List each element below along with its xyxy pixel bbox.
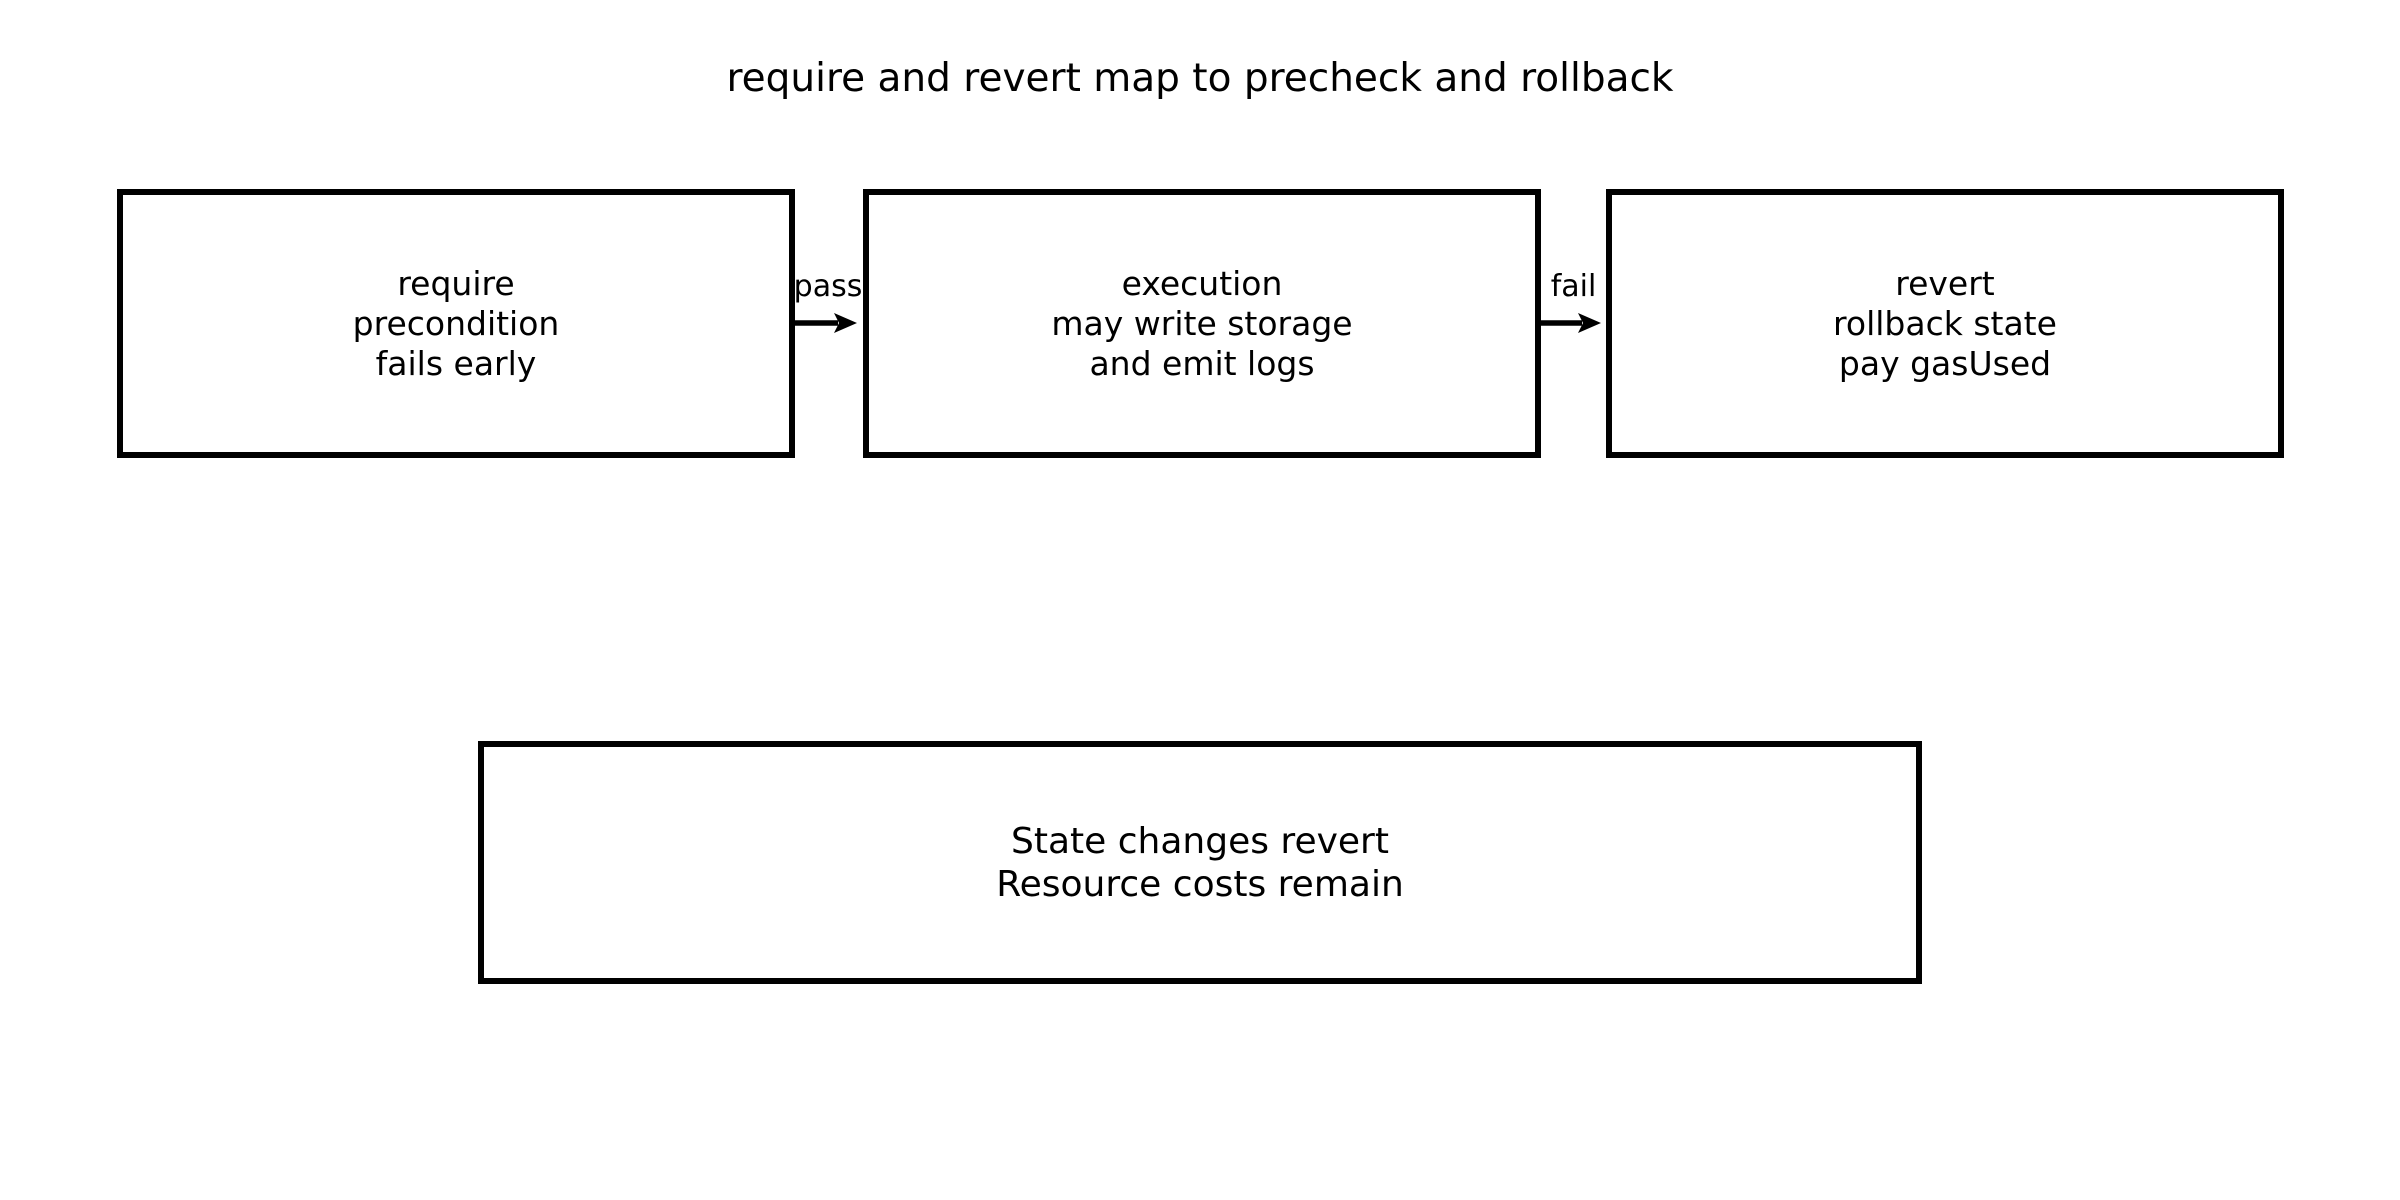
node-line: Resource costs remain	[996, 863, 1404, 905]
node-line: State changes revert	[1011, 820, 1389, 862]
node-require-precheck: require precondition fails early	[117, 189, 795, 458]
node-revert-rollback: revert rollback state pay gasUsed	[1606, 189, 2284, 458]
node-line: fails early	[375, 343, 537, 383]
fail-arrow-icon	[1539, 313, 1601, 333]
node-line: require	[397, 263, 515, 303]
node-line: revert	[1895, 263, 1995, 303]
pass-arrow-icon	[795, 313, 857, 333]
node-line: and emit logs	[1089, 343, 1315, 383]
node-line: may write storage	[1051, 303, 1353, 343]
diagram-title: require and revert map to precheck and r…	[726, 56, 1674, 101]
node-line: rollback state	[1833, 303, 2057, 343]
edge-label-fail: fail	[1550, 269, 1597, 304]
node-execution: execution may write storage and emit log…	[863, 189, 1541, 458]
node-line: precondition	[352, 303, 560, 343]
node-revert-outcome: State changes revert Resource costs rema…	[478, 741, 1922, 984]
node-line: execution	[1121, 263, 1283, 303]
edge-label-pass: pass	[793, 269, 863, 304]
node-line: pay gasUsed	[1838, 343, 2052, 383]
